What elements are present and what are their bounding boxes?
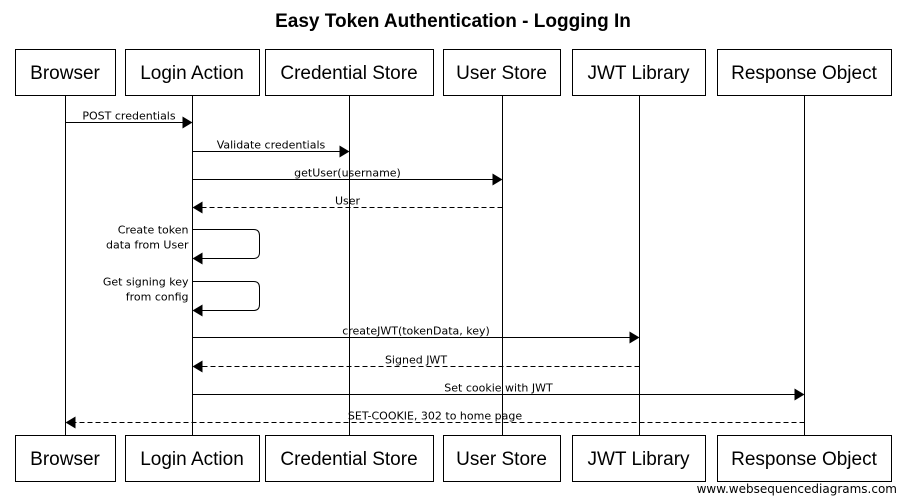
diagram-title: Easy Token Authentication - Logging In — [275, 11, 631, 32]
message-10: SET-COOKIE, 302 to home page — [65, 410, 805, 429]
participant-box — [15, 49, 116, 96]
participant-box — [572, 49, 706, 96]
message-label: data from User — [106, 239, 189, 252]
participant-user-top: User Store — [443, 49, 561, 96]
lifelines — [65, 95, 805, 435]
participant-jwt-bottom: JWT Library — [572, 435, 706, 482]
participant-box — [125, 49, 260, 96]
participant-login-bottom: Login Action — [125, 435, 260, 482]
participant-browser-bottom: Browser — [15, 435, 116, 482]
message-label: POST credentials — [82, 110, 175, 123]
participant-cred-bottom: Credential Store — [265, 435, 434, 482]
message-6: Get signing key from config — [103, 276, 260, 317]
participant-box — [265, 435, 434, 482]
participants-top: Browser Login Action Credential Store User … — [15, 49, 892, 96]
participant-box — [125, 435, 260, 482]
participant-box — [717, 435, 892, 482]
message-8: Signed JWT — [192, 354, 640, 373]
message-3: getUser(username) — [192, 167, 503, 186]
message-label: SET-COOKIE, 302 to home page — [348, 410, 522, 423]
message-label: Create token — [118, 224, 189, 237]
participant-label: Response Object — [731, 449, 877, 470]
participant-box — [717, 49, 892, 96]
participant-label: Browser — [30, 63, 100, 84]
participant-label: Login Action — [140, 449, 244, 470]
participant-browser-top: Browser — [15, 49, 116, 96]
participant-cred-top: Credential Store — [265, 49, 434, 96]
message-2: Validate credentials — [192, 139, 350, 158]
participant-box — [443, 435, 561, 482]
message-label: from config — [126, 291, 189, 304]
participant-jwt-top: JWT Library — [572, 49, 706, 96]
message-7: createJWT(tokenData, key) — [192, 325, 640, 344]
message-5: Create token data from User — [106, 224, 260, 265]
message-arrow — [192, 281, 260, 317]
footer-watermark: www.websequencediagrams.com — [697, 482, 897, 496]
participant-user-bottom: User Store — [443, 435, 561, 482]
participant-label: Browser — [30, 449, 100, 470]
participant-box — [443, 49, 561, 96]
participant-resp-bottom: Response Object — [717, 435, 892, 482]
participant-box — [572, 435, 706, 482]
message-label: Signed JWT — [385, 354, 447, 367]
participant-label: JWT Library — [587, 449, 690, 470]
message-label: Set cookie with JWT — [444, 382, 553, 395]
participant-login-top: Login Action — [125, 49, 260, 96]
participant-label: JWT Library — [587, 63, 690, 84]
participants-bottom: Browser Login Action Credential Store User … — [15, 435, 892, 482]
participant-resp-top: Response Object — [717, 49, 892, 96]
message-label: Get signing key — [103, 276, 189, 289]
message-4: User — [192, 195, 503, 214]
participant-label: Credential Store — [280, 449, 417, 470]
message-label: createJWT(tokenData, key) — [342, 325, 490, 338]
participant-label: Response Object — [731, 63, 877, 84]
message-label: getUser(username) — [294, 167, 401, 180]
message-1: POST credentials — [65, 110, 193, 129]
participant-label: Login Action — [140, 63, 244, 84]
message-9: Set cookie with JWT — [192, 382, 805, 401]
participant-label: User Store — [456, 63, 547, 84]
participant-box — [265, 49, 434, 96]
participant-label: Credential Store — [280, 63, 417, 84]
participant-label: User Store — [456, 449, 547, 470]
message-label: User — [335, 195, 361, 208]
participant-box — [15, 435, 116, 482]
message-label: Validate credentials — [217, 139, 326, 152]
message-arrow — [192, 229, 260, 265]
